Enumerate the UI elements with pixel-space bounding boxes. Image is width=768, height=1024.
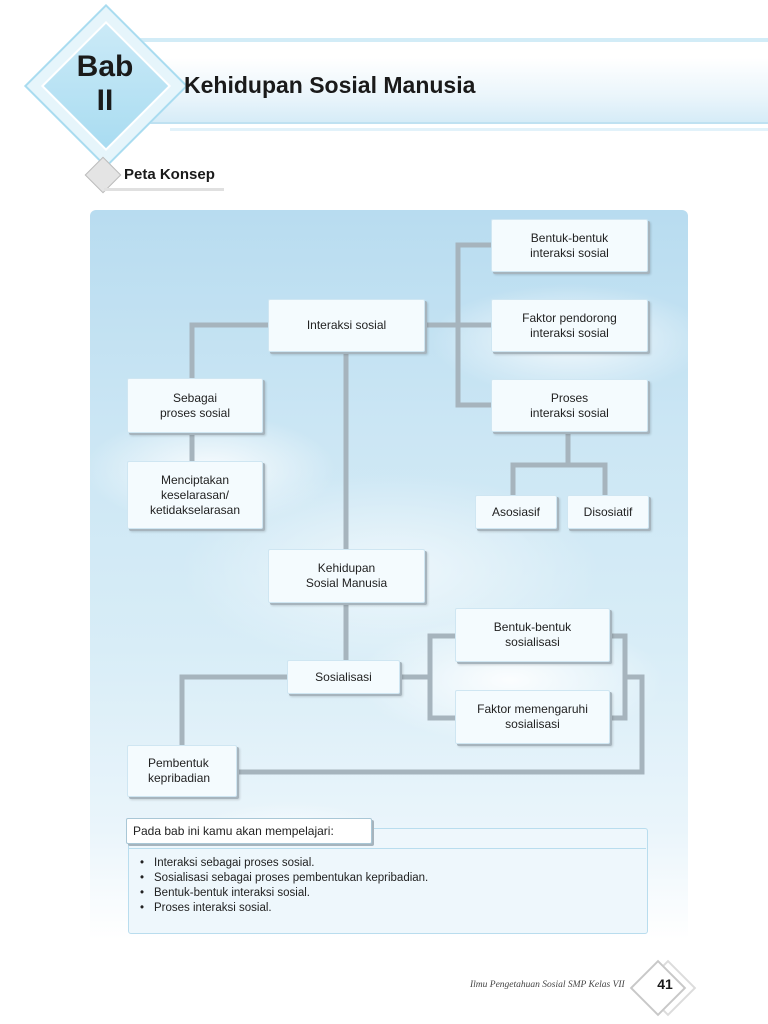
summary-item: Sosialisasi sebagai proses pembentukan k… bbox=[140, 871, 428, 886]
summary-item: Interaksi sebagai proses sosial. bbox=[140, 856, 428, 871]
connector-line bbox=[189, 322, 273, 383]
header-stripe bbox=[170, 128, 768, 131]
summary-item: Bentuk-bentuk interaksi sosial. bbox=[140, 886, 428, 901]
concept-sebagai-proses-sosial: Sebagai proses sosial bbox=[127, 378, 263, 433]
summary-title: Pada bab ini kamu akan mempelajari: bbox=[126, 818, 372, 844]
summary-item: Proses interaksi sosial. bbox=[140, 901, 428, 916]
concept-faktor-memengaruhi: Faktor memengaruhi sosialisasi bbox=[455, 690, 610, 744]
concept-asosiasif: Asosiasif bbox=[475, 495, 557, 529]
page-number: 41 bbox=[657, 976, 673, 992]
header-stripe bbox=[120, 38, 768, 42]
section-heading: Peta Konsep bbox=[124, 166, 215, 183]
concept-bentuk-sosialisasi: Bentuk-bentuk sosialisasi bbox=[455, 608, 610, 662]
header-band bbox=[150, 58, 768, 124]
section-underline bbox=[104, 188, 224, 191]
concept-sosialisasi: Sosialisasi bbox=[287, 660, 400, 694]
chapter-number: Bab II bbox=[76, 50, 134, 117]
concept-faktor-pendorong: Faktor pendorong interaksi sosial bbox=[491, 299, 648, 352]
connector-line bbox=[179, 674, 291, 749]
concept-disosiatif: Disosiatif bbox=[567, 495, 649, 529]
connector-line bbox=[605, 633, 628, 721]
connector-line bbox=[235, 674, 645, 775]
footer-book-title: Ilmu Pengetahuan Sosial SMP Kelas VII bbox=[470, 980, 625, 990]
chapter-title: Kehidupan Sosial Manusia bbox=[184, 72, 476, 98]
concept-bentuk-interaksi-sosial: Bentuk-bentuk interaksi sosial bbox=[491, 219, 648, 272]
summary-divider bbox=[128, 848, 646, 849]
concept-kehidupan-sosial-manusia: Kehidupan Sosial Manusia bbox=[268, 549, 425, 603]
concept-interaksi-sosial: Interaksi sosial bbox=[268, 299, 425, 352]
summary-list: Interaksi sebagai proses sosial. Sosiali… bbox=[140, 856, 428, 916]
concept-menciptakan-keselarasan: Menciptakan keselarasan/ ketidakselarasa… bbox=[127, 461, 263, 529]
concept-pembentuk-kepribadian: Pembentuk kepribadian bbox=[127, 745, 237, 797]
concept-proses-interaksi-sosial: Proses interaksi sosial bbox=[491, 379, 648, 432]
